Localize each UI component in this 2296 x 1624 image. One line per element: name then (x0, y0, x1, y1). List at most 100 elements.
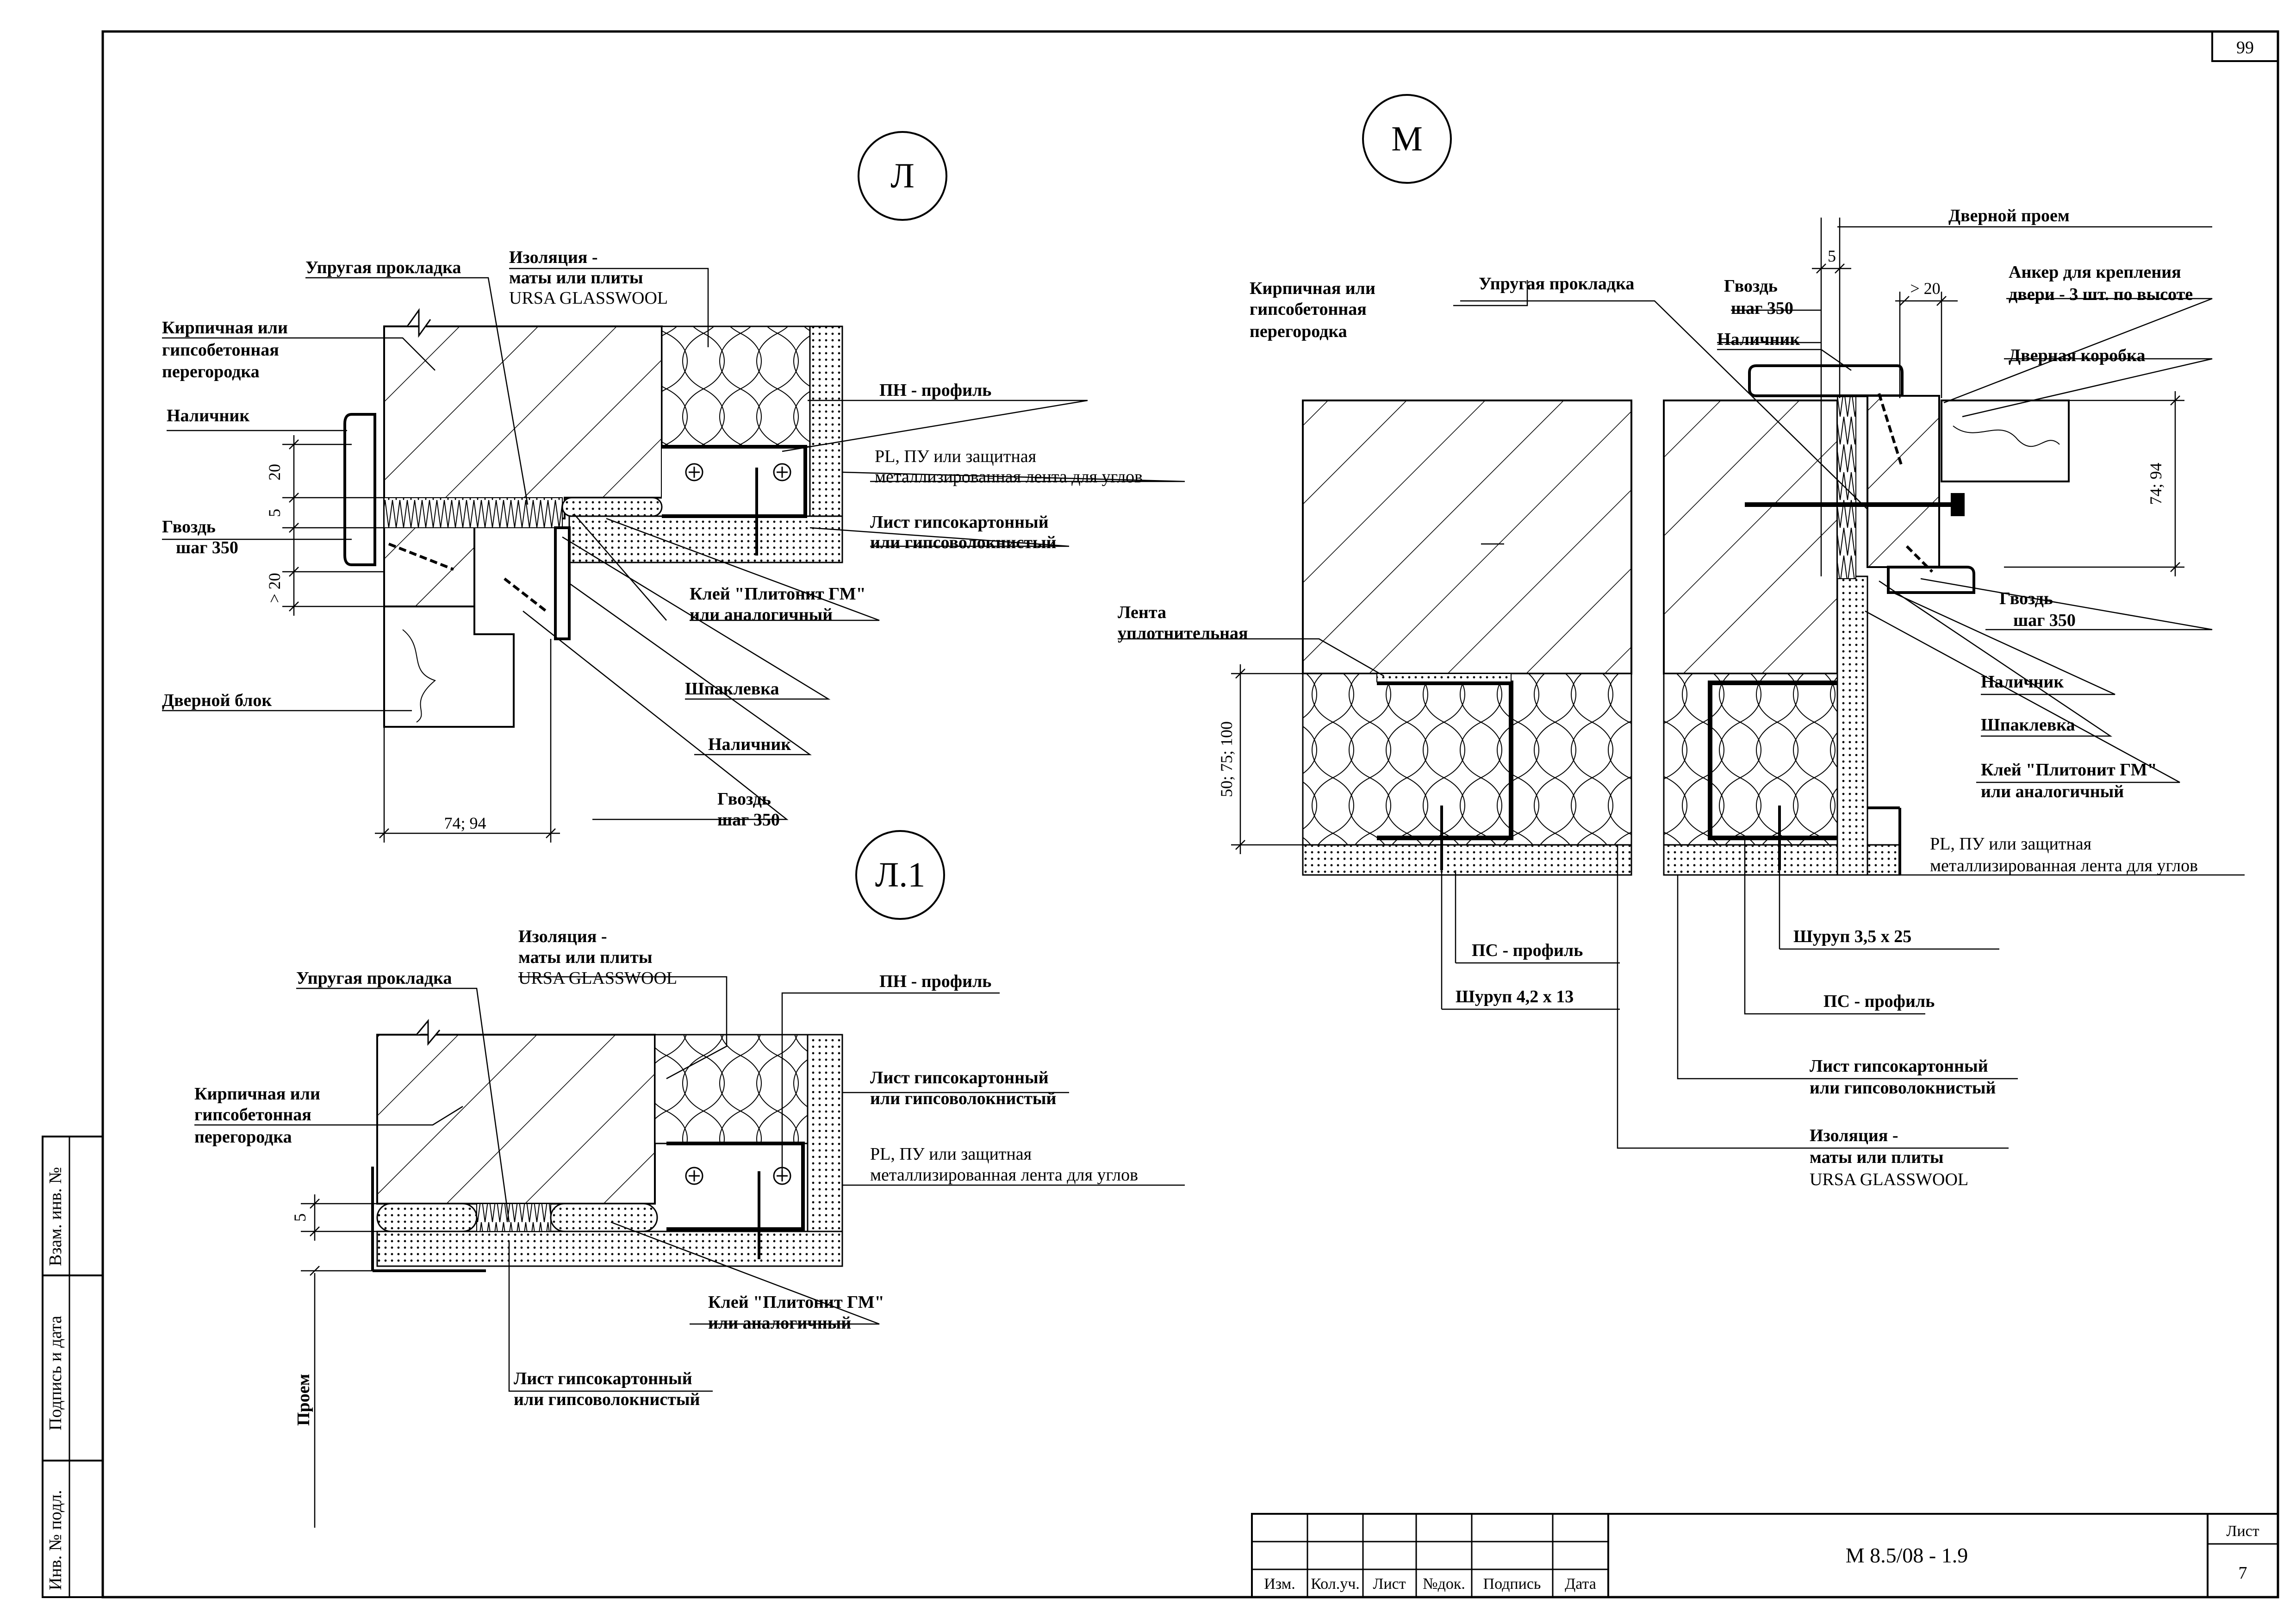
stamp-original-inv: Инв. № подл. (46, 1490, 65, 1590)
pn-profile-l1 (666, 1142, 805, 1231)
m-label-nail-b1: Гвоздь (1999, 589, 2053, 608)
detail-m-dims (1231, 263, 2184, 854)
tb-sheet-label: Лист (2226, 1523, 2259, 1540)
dim-l-20-bottom: > 20 (265, 573, 284, 603)
detail-m-leaders (1118, 218, 2245, 1149)
door-frame-body-m (1867, 395, 1940, 568)
l1-label-ins3: URSA GLASSWOOL (518, 968, 677, 988)
detail-l: Л (162, 131, 1185, 843)
casing-left (343, 413, 376, 566)
m-label-ins2: маты или плиты (1810, 1148, 1944, 1167)
l1-label-tape2: металлизированная лента для углов (870, 1165, 1138, 1185)
m-label-tape2: металлизированная лента для углов (1930, 856, 2198, 875)
l-label-casing-bottom: Наличник (708, 735, 791, 754)
m-label-tape1: PL, ПУ или защитная (1930, 834, 2091, 854)
tb-kol: Кол.уч. (1311, 1575, 1360, 1593)
detail-l1-marker-text: Л.1 (875, 856, 926, 894)
casing-m-top (1748, 364, 1904, 397)
title-block: Изм. Кол.уч. Лист №док. Подпись Дата М 8… (1251, 1513, 2279, 1598)
glue-bead-right-l1 (550, 1203, 658, 1232)
m-label-putty: Шпаклевка (1981, 715, 2075, 735)
l-label-part2: гипсобетонная (162, 340, 279, 360)
tb-ndok: №док. (1423, 1575, 1465, 1593)
detail-l1-dims (301, 1194, 377, 1276)
l1-label-glue1: Клей "Плитонит ГМ" (708, 1293, 884, 1312)
l1-label-tape1: PL, ПУ или защитная (870, 1144, 1032, 1164)
l-label-glue2: или аналогичный (690, 605, 833, 625)
l1-label-glue2: или аналогичный (708, 1313, 851, 1333)
detail-m: М (1118, 94, 2245, 1189)
l-label-nail-b2: шаг 350 (717, 810, 780, 830)
gypsum-board-vertical-l1 (807, 1034, 843, 1267)
casing-m-bottom (1887, 566, 1975, 594)
m-label-part1: Кирпичная или (1250, 279, 1375, 298)
tb-sheet-value: 7 (2239, 1563, 2247, 1583)
brick-partition-m-left (1302, 400, 1632, 675)
dim-m-7494: 74; 94 (2147, 462, 2165, 505)
dim-l-5: 5 (265, 509, 284, 517)
detail-m-marker-text: М (1391, 119, 1423, 158)
l-label-part3: перегородка (162, 362, 260, 381)
m-label-door-frame: Дверная коробка (2009, 346, 2145, 365)
l1-label-gkl1: Лист гипсокартонный (870, 1068, 1049, 1087)
gypsum-board-horizontal-l1 (376, 1230, 843, 1267)
l-label-tape1: PL, ПУ или защитная (875, 447, 1036, 466)
door-block (383, 606, 515, 728)
l1-label-opening: Проем (294, 1374, 313, 1426)
l1-label-gkl-b2: или гипсоволокнистый (514, 1390, 700, 1409)
l1-label-gkl-b1: Лист гипсокартонный (514, 1369, 692, 1388)
l1-label-part2: гипсобетонная (194, 1105, 311, 1124)
l-label-putty: Шпаклевка (685, 679, 779, 699)
m-label-gkl2: или гипсоволокнистый (1810, 1078, 1996, 1098)
l1-label-gkl2: или гипсоволокнистый (870, 1089, 1056, 1108)
detail-m-marker (1362, 94, 1452, 184)
m-label-ins1: Изоляция - (1810, 1126, 1898, 1145)
m-label-ps-right: ПС - профиль (1823, 992, 1935, 1011)
l1-label-part1: Кирпичная или (194, 1084, 320, 1104)
m-label-ps-left: ПС - профиль (1472, 941, 1583, 960)
m-label-part3: перегородка (1250, 322, 1347, 341)
detail-l-dims (282, 435, 560, 843)
m-label-door-opening: Дверной проем (1948, 206, 2070, 225)
nail-right (504, 577, 547, 612)
gypsum-board-horizontal (568, 515, 843, 563)
brick-partition (383, 325, 663, 607)
l-label-gasket: Упругая прокладка (305, 258, 461, 277)
l1-label-pn: ПН - профиль (879, 972, 991, 991)
tb-list: Лист (1373, 1575, 1406, 1593)
page-number: 99 (2236, 38, 2254, 57)
l-label-ins3: URSA GLASSWOOL (509, 288, 668, 308)
pn-profile (662, 445, 807, 518)
m-label-seal1: Лента (1118, 603, 1166, 622)
detail-l1-marker (855, 830, 945, 920)
sheet-frame (101, 30, 2279, 1599)
l-label-tape2: металлизированная лента для углов (875, 467, 1143, 487)
brick-partition-m-right (1663, 400, 1838, 675)
elastic-gasket-l1 (476, 1203, 551, 1232)
l1-label-ins1: Изоляция - (518, 927, 607, 946)
detail-l-marker (858, 131, 947, 221)
detail-l1-leaders (194, 976, 1185, 1528)
l1-label-part3: перегородка (194, 1127, 292, 1147)
l-label-part1: Кирпичная или (162, 318, 288, 337)
m-label-part2: гипсобетонная (1250, 300, 1367, 319)
m-label-gkl1: Лист гипсокартонный (1810, 1056, 1988, 1076)
tb-podpis: Подпись (1483, 1575, 1541, 1593)
l-label-pn: ПН - профиль (879, 381, 991, 400)
gypsum-board-m-right-vertical (1836, 575, 1868, 876)
casing-corner (554, 526, 571, 640)
gypsum-board-m-left (1302, 844, 1632, 876)
l1-label-gasket: Упругая прокладка (296, 968, 452, 988)
l1-label-ins2: маты или плиты (518, 948, 653, 967)
dim-l-20-top: 20 (265, 464, 284, 481)
m-label-casing-b: Наличник (1981, 672, 2064, 692)
l-label-gkl2: или гипсоволокнистый (870, 533, 1056, 552)
m-label-glue1: Клей "Плитонит ГМ" (1981, 760, 2157, 780)
stamp-replacement-inv: Взам. инв. № (46, 1167, 65, 1266)
tb-izm: Изм. (1264, 1575, 1295, 1593)
nail-left (388, 543, 454, 571)
dim-m-20: > 20 (1910, 279, 1940, 298)
l-label-nail2: шаг 350 (176, 538, 238, 557)
glue-bead (561, 497, 663, 517)
